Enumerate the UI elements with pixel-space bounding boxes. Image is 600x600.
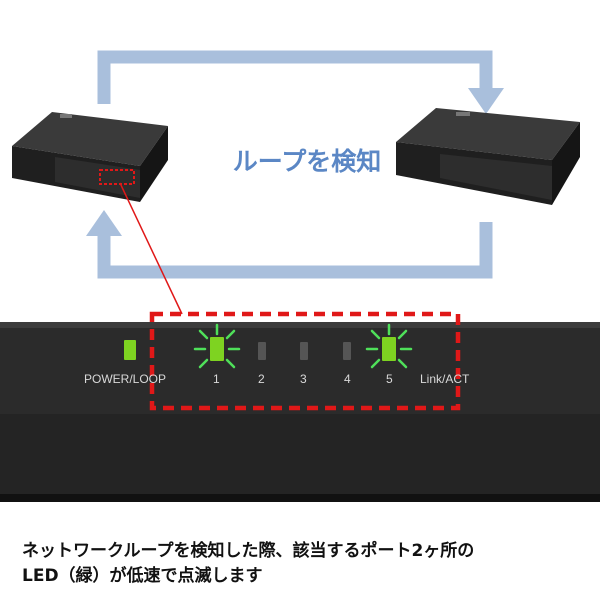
- power-led: [124, 340, 136, 360]
- loop-arrow-bottom: [97, 222, 493, 279]
- port-led-3: [300, 342, 308, 360]
- led-highlight-small: [99, 169, 135, 185]
- caption-line-2: LED（緑）が低速で点滅します: [22, 566, 263, 586]
- power-loop-label: POWER/LOOP: [84, 372, 167, 386]
- blink-indicator-port-5: [365, 323, 413, 369]
- port-led-4: [343, 342, 351, 360]
- port-label-1: 1: [213, 372, 220, 386]
- port-led-5: [382, 337, 396, 361]
- loop-arrow-top: [97, 50, 493, 104]
- switch-device-right: [396, 108, 580, 205]
- port-label-3: 3: [300, 372, 307, 386]
- port-led-1: [210, 337, 224, 361]
- port-label-5: 5: [386, 372, 393, 386]
- port-label-2: 2: [258, 372, 265, 386]
- arrow-head-up-icon: [86, 210, 122, 236]
- connector-line: [119, 182, 183, 315]
- arrow-head-down-icon: [468, 88, 504, 114]
- loop-arrows: [97, 50, 493, 279]
- port-label-4: 4: [344, 372, 351, 386]
- port-led-2: [258, 342, 266, 360]
- loop-detection-label: ループを検知: [232, 147, 382, 176]
- led-highlight-large: [149, 311, 461, 411]
- link-act-label: Link/ACT: [420, 372, 470, 386]
- blink-indicator-port-1: [193, 323, 241, 369]
- caption-line-1: ネットワークループを検知した際、該当するポート2ヶ所の: [22, 541, 475, 561]
- switch-device-left: [12, 112, 168, 202]
